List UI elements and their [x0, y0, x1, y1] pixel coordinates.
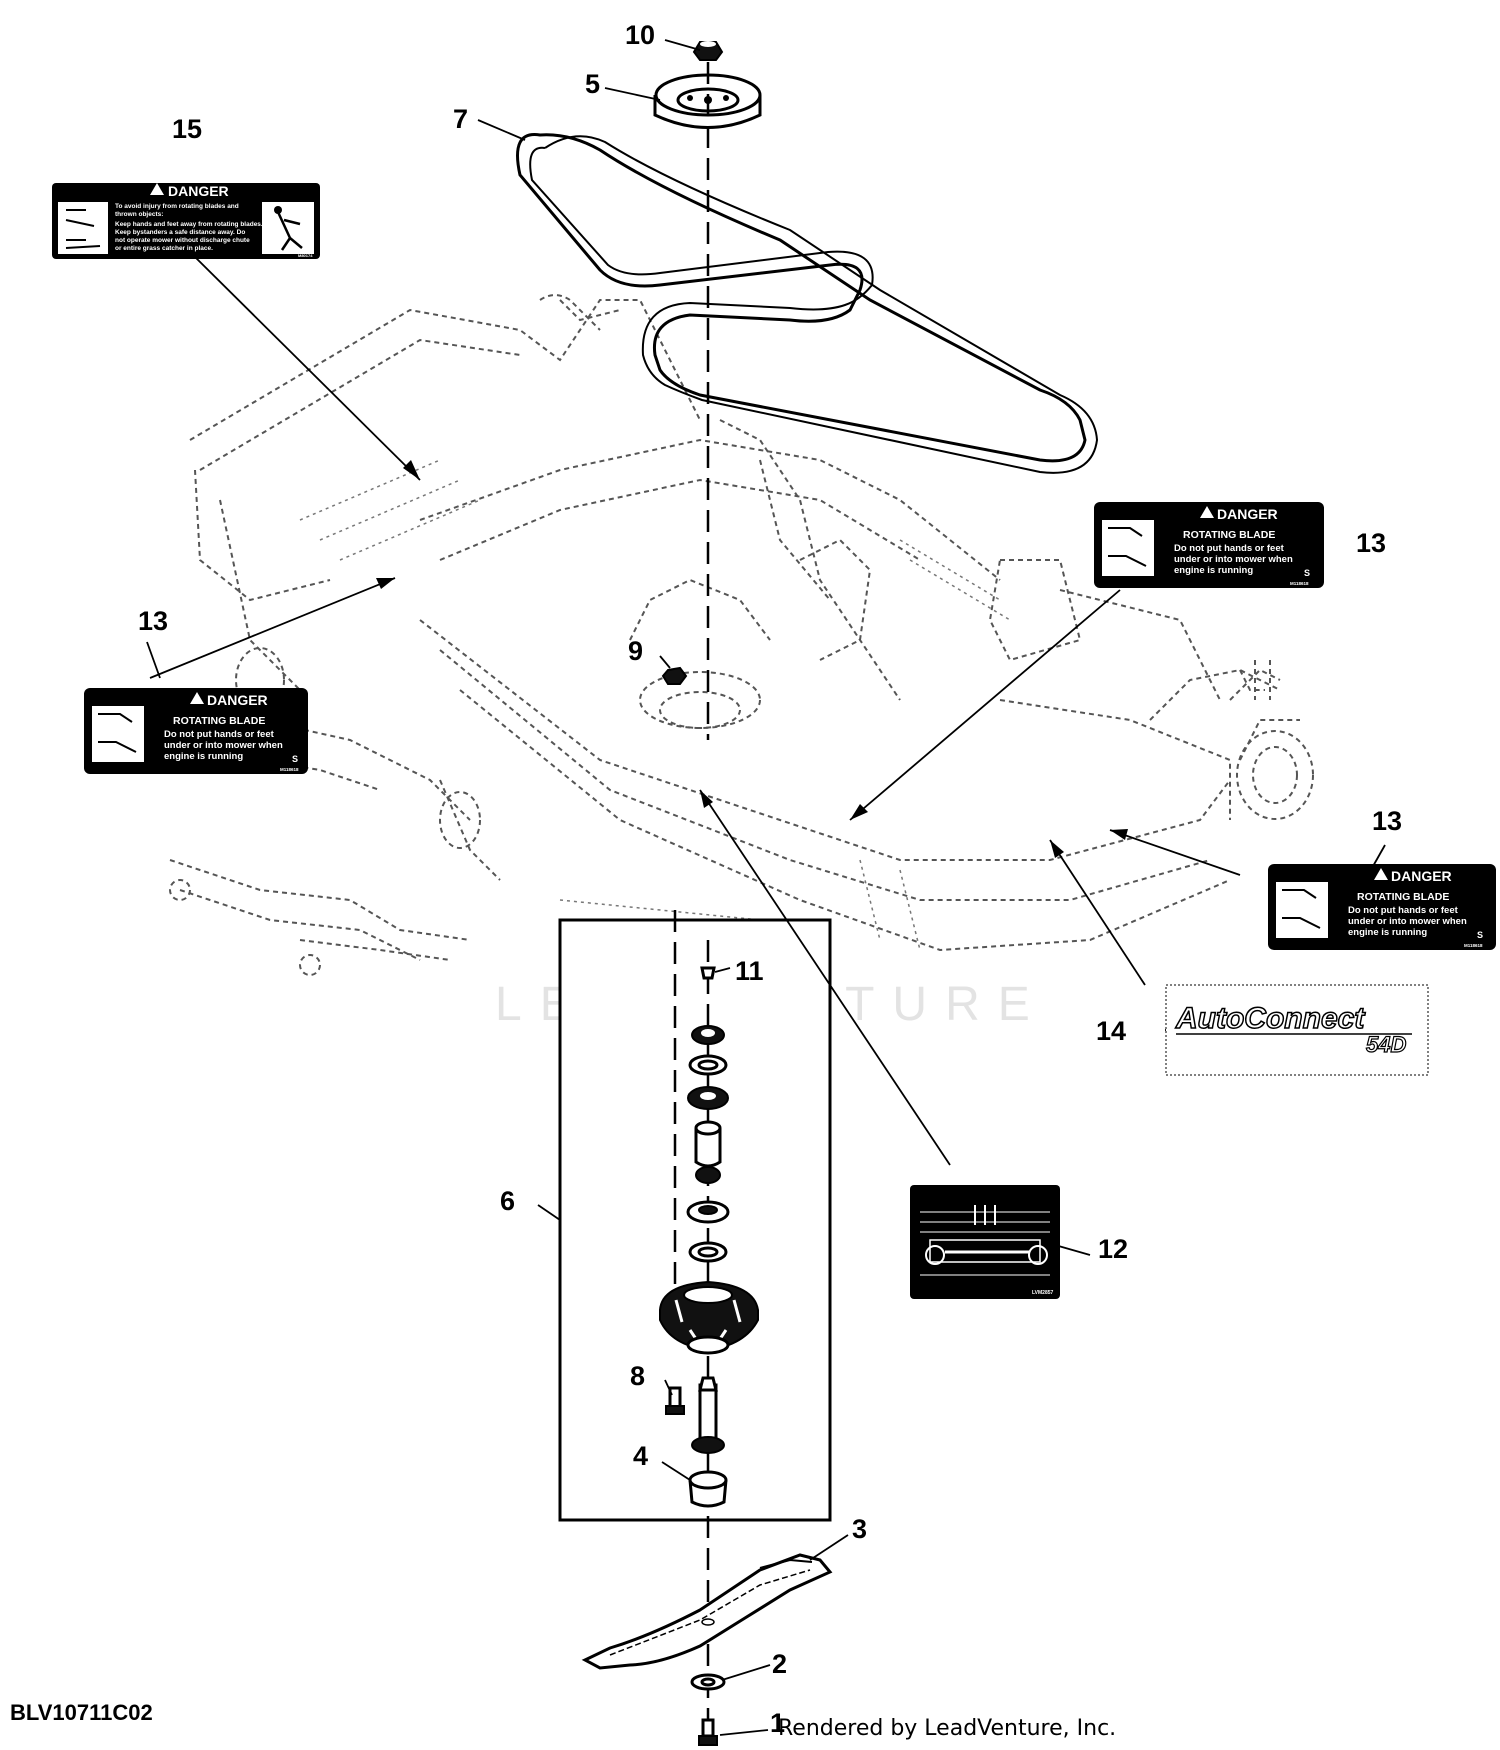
decal-12-code: LVM2857 — [1032, 1290, 1054, 1296]
callout-3: 3 — [852, 1514, 867, 1544]
decal-13-right-top-suffix: S — [1304, 568, 1310, 578]
callout-15: 15 — [172, 114, 202, 144]
decal-13-left-line-3: engine is running — [164, 751, 243, 762]
decal-13-right-lower-title: DANGER — [1391, 868, 1452, 884]
mower-deck-phantom — [169, 294, 1314, 976]
decal-13-right-top-line-3: engine is running — [1174, 565, 1253, 576]
callout-13-right-lower: 13 — [1372, 806, 1402, 836]
callout-14: 14 — [1096, 1016, 1126, 1046]
callout-5: 5 — [585, 69, 600, 99]
decal-13-right-top-line-2: under or into mower when — [1174, 554, 1293, 565]
decal-13-left-line-2: under or into mower when — [164, 740, 283, 751]
decal-15-danger: DANGER To avoid injury from rotating bla… — [52, 183, 320, 259]
decal-15-line-1: To avoid injury from rotating blades and — [115, 203, 239, 210]
blade-bolt — [698, 1718, 718, 1746]
decal-13-right-lower-suffix: S — [1477, 930, 1483, 940]
decal-13-left-line-1: Do not put hands or feet — [164, 729, 275, 740]
callout-6: 6 — [500, 1186, 515, 1216]
decal-13-right-lower-line-1: Do not put hands or feet — [1348, 905, 1459, 916]
callout-numbers: 10 5 7 15 13 13 9 13 11 14 6 12 8 4 3 2 … — [138, 20, 1402, 1738]
diagram-id: BLV10711C02 — [10, 1700, 153, 1725]
decal-13-right-top: DANGER ROTATING BLADE Do not put hands o… — [1094, 502, 1324, 588]
callout-9: 9 — [628, 636, 643, 666]
callout-12: 12 — [1098, 1234, 1128, 1264]
decal-13-right-top-heading: ROTATING BLADE — [1183, 529, 1275, 541]
decal-13-right-top-title: DANGER — [1217, 506, 1278, 522]
decal-15-line-5: not operate mower without discharge chut… — [115, 237, 250, 244]
decal-13-right-lower-heading: ROTATING BLADE — [1357, 891, 1449, 903]
decal-13-right-top-code: M118618 — [1290, 581, 1309, 586]
decal-15-title: DANGER — [168, 183, 229, 199]
drive-belt — [516, 133, 1099, 474]
decal-15-line-2: thrown objects: — [115, 211, 163, 218]
pulley-nut — [692, 41, 724, 61]
decal-15-line-4: Keep bystanders a safe distance away. Do — [115, 229, 245, 236]
decal-13-left: DANGER ROTATING BLADE Do not put hands o… — [84, 688, 308, 774]
decal-15-line-6: or entire grass catcher in place. — [115, 245, 213, 252]
decal-15-line-3: Keep hands and feet away from rotating b… — [115, 221, 263, 228]
callout-11: 11 — [735, 956, 764, 986]
decal-13-left-code: M118618 — [280, 767, 299, 772]
decal-13-right-lower-code: M118618 — [1464, 943, 1483, 948]
callout-13-left: 13 — [138, 606, 168, 636]
callout-7: 7 — [453, 104, 468, 134]
decal-13-right-lower-line-3: engine is running — [1348, 927, 1427, 938]
spindle-stack — [659, 966, 759, 1508]
render-credit: Rendered by LeadVenture, Inc. — [778, 1716, 1117, 1741]
decal-14-model: 54D — [1366, 1032, 1406, 1057]
decal-13-right-lower-line-2: under or into mower when — [1348, 916, 1467, 927]
callout-4: 4 — [633, 1441, 648, 1471]
decal-13-right-top-line-1: Do not put hands or feet — [1174, 543, 1285, 554]
blade-washer — [690, 1673, 726, 1691]
decal-14-autoconnect: AutoConnect 54D — [1165, 984, 1429, 1076]
callout-2: 2 — [772, 1649, 787, 1679]
decal-13-left-title: DANGER — [207, 692, 268, 708]
callout-10: 10 — [625, 20, 655, 50]
spindle-nut-9 — [661, 666, 688, 685]
decal-15-code: M80174 — [298, 253, 313, 258]
decal-13-left-suffix: S — [292, 754, 298, 764]
callout-13-right-top: 13 — [1356, 528, 1386, 558]
callout-1: 1 — [770, 1708, 785, 1738]
decal-14-name: AutoConnect — [1175, 1002, 1366, 1035]
callout-8: 8 — [630, 1361, 645, 1391]
mower-blade — [581, 1553, 833, 1670]
decal-13-right-lower: DANGER ROTATING BLADE Do not put hands o… — [1268, 864, 1496, 950]
decal-12-cut-height: LVM2857 — [910, 1185, 1060, 1299]
decal-13-left-heading: ROTATING BLADE — [173, 715, 265, 727]
